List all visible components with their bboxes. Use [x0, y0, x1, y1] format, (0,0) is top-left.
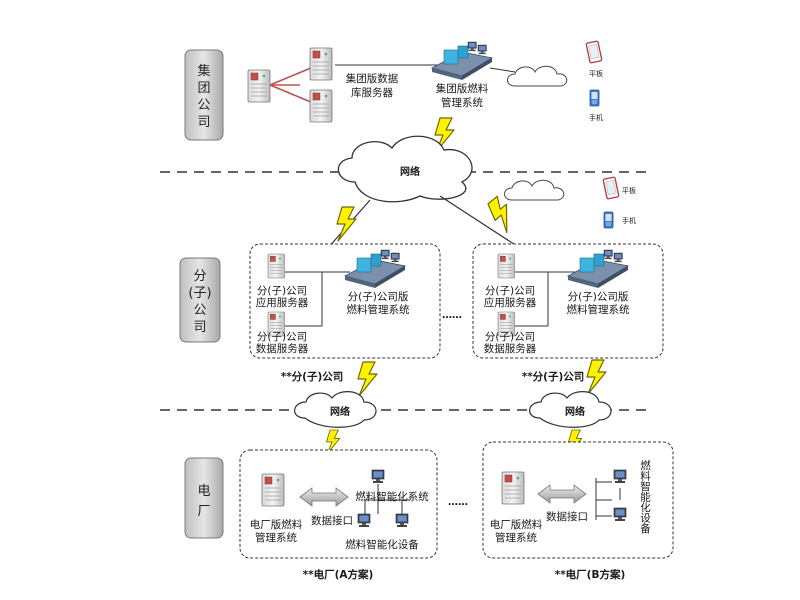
- group-fuel-system: 集团版燃料 管理系统: [432, 42, 492, 109]
- tier-group-char-1: 集: [197, 63, 210, 79]
- tier-plant-char-2: 厂: [197, 504, 210, 519]
- tier-label-group: 集 团 公 司: [184, 49, 224, 141]
- plant-b-fuel-label-1: 电厂版燃料: [490, 518, 543, 531]
- group-fuel-system-label-2: 管理系统: [441, 96, 483, 109]
- sub-right-fuel-label-2: 燃料管理系统: [567, 303, 630, 316]
- sub-left-fuel-label-1: 分(子)公司版: [348, 290, 409, 303]
- bidirectional-arrow: [299, 487, 349, 507]
- tablet-icon: [602, 176, 620, 200]
- group-tablet-label: 平板: [589, 69, 603, 78]
- plant-b-panel: 电厂版燃料 管理系统 数据接口 燃料智能化设备: [482, 441, 674, 559]
- tier-sub-char-4: 司: [193, 320, 206, 335]
- lightning-icon: [336, 206, 357, 242]
- lightning-icon: [357, 361, 378, 397]
- group-mobile-devices: 平板 手机: [585, 40, 603, 122]
- tier-plant-char-1: 电: [197, 484, 210, 499]
- sub-left-app-server-label-2: 应用服务器: [256, 296, 309, 309]
- lightning-icon: [483, 194, 522, 234]
- tier-group-char-2: 团: [197, 81, 210, 96]
- plant-a-panel: 电厂版燃料 管理系统 数据接口 燃料智能化系统 燃料智能化设备: [239, 449, 438, 559]
- tier-label-plant: 电 厂: [184, 457, 224, 539]
- server-icon: [497, 253, 515, 279]
- plant-a-caption: **电厂(A方案): [303, 568, 374, 581]
- cloud-icon: [504, 179, 565, 201]
- phone-icon: [603, 211, 614, 229]
- sub-left-db-server-label-2: 数据服务器: [256, 342, 309, 355]
- group-db-server-label-2: 库服务器: [351, 86, 393, 99]
- sub-phone-label: 手机: [622, 216, 636, 225]
- server-icon: [309, 47, 333, 81]
- tier-group-char-3: 公: [197, 98, 210, 113]
- plant-a-interface-label: 数据接口: [311, 514, 353, 527]
- server-icon: [261, 473, 285, 507]
- plant-a-smart-devices-label: 燃料智能化设备: [345, 538, 419, 551]
- sub-right-app-server-label-2: 应用服务器: [484, 296, 537, 309]
- group-fuel-system-label-1: 集团版燃料: [436, 82, 489, 95]
- server-icon: [267, 253, 285, 279]
- sub-mobile-devices: 平板 手机: [602, 176, 636, 229]
- platform-icon: [432, 42, 492, 80]
- group-phone-label: 手机: [589, 113, 603, 122]
- workstation-icon: [613, 507, 627, 522]
- left-network-cloud: 网络: [294, 391, 377, 428]
- tier-sub-char-3: 公: [193, 303, 206, 318]
- tier-sub-char-2: (子): [188, 286, 211, 301]
- sub-left-app-server-label-1: 分(子)公司: [257, 285, 307, 297]
- plant-a-fuel-label-2: 管理系统: [255, 531, 297, 544]
- sub-tablet-label: 平板: [622, 186, 636, 195]
- workstation-icon: [371, 469, 385, 484]
- tier-group-char-4: 司: [197, 115, 210, 130]
- server-icon: [247, 69, 271, 103]
- lightning-icon: [586, 359, 607, 395]
- plant-ellipsis: ……: [448, 497, 468, 508]
- plant-a-smart-system-label: 燃料智能化系统: [355, 490, 429, 503]
- workstation-icon: [395, 513, 409, 528]
- cloud-icon: [507, 65, 568, 87]
- sub-right-fuel-label-1: 分(子)公司版: [568, 290, 629, 303]
- sub-right-db-server-label-1: 分(子)公司: [485, 331, 535, 343]
- group-db-server-label-1: 集团版数据: [346, 72, 399, 85]
- workstation-icon: [357, 513, 371, 528]
- sub-right-app-server-label-1: 分(子)公司: [485, 285, 535, 297]
- left-network-label: 网络: [330, 405, 350, 418]
- tablet-icon: [585, 40, 603, 64]
- server-icon: [501, 471, 525, 505]
- right-network-label: 网络: [565, 405, 585, 418]
- phone-icon: [589, 89, 600, 107]
- plant-b-interface-label: 数据接口: [546, 510, 588, 523]
- right-network-cloud: 网络: [529, 391, 612, 428]
- plant-b-caption: **电厂(B方案): [555, 568, 626, 581]
- subsidiary-left-panel: 分(子)公司 应用服务器 分(子)公司 数据服务器 分(子)公司版 燃料管理系统: [249, 243, 441, 359]
- sub-left-db-server-label-1: 分(子)公司: [257, 331, 307, 343]
- sub-right-caption: **分(子)公司: [522, 370, 585, 383]
- bidirectional-arrow: [537, 484, 587, 504]
- main-network-cloud: 网络: [337, 135, 473, 203]
- sub-right-db-server-label-2: 数据服务器: [484, 342, 537, 355]
- sub-left-fuel-label-2: 燃料管理系统: [347, 303, 410, 316]
- plant-a-fuel-label-1: 电厂版燃料: [250, 518, 303, 531]
- tier-label-subsidiary: 分 (子) 公 司: [179, 257, 221, 343]
- workstation-icon: [613, 469, 627, 484]
- plant-b-smart-devices-label: 燃料智能化设备: [639, 459, 651, 534]
- sub-left-caption: **分(子)公司: [281, 370, 344, 383]
- subsidiary-right-panel: 分(子)公司 应用服务器 分(子)公司 数据服务器 分(子)公司版 燃料管理系统: [472, 243, 664, 359]
- server-icon: [309, 89, 333, 123]
- plant-b-fuel-label-2: 管理系统: [495, 531, 537, 544]
- group-db-servers: 集团版数据 库服务器: [247, 47, 450, 123]
- main-network-label: 网络: [400, 165, 420, 178]
- tier-sub-char-1: 分: [193, 269, 206, 284]
- sub-ellipsis: ……: [442, 310, 462, 321]
